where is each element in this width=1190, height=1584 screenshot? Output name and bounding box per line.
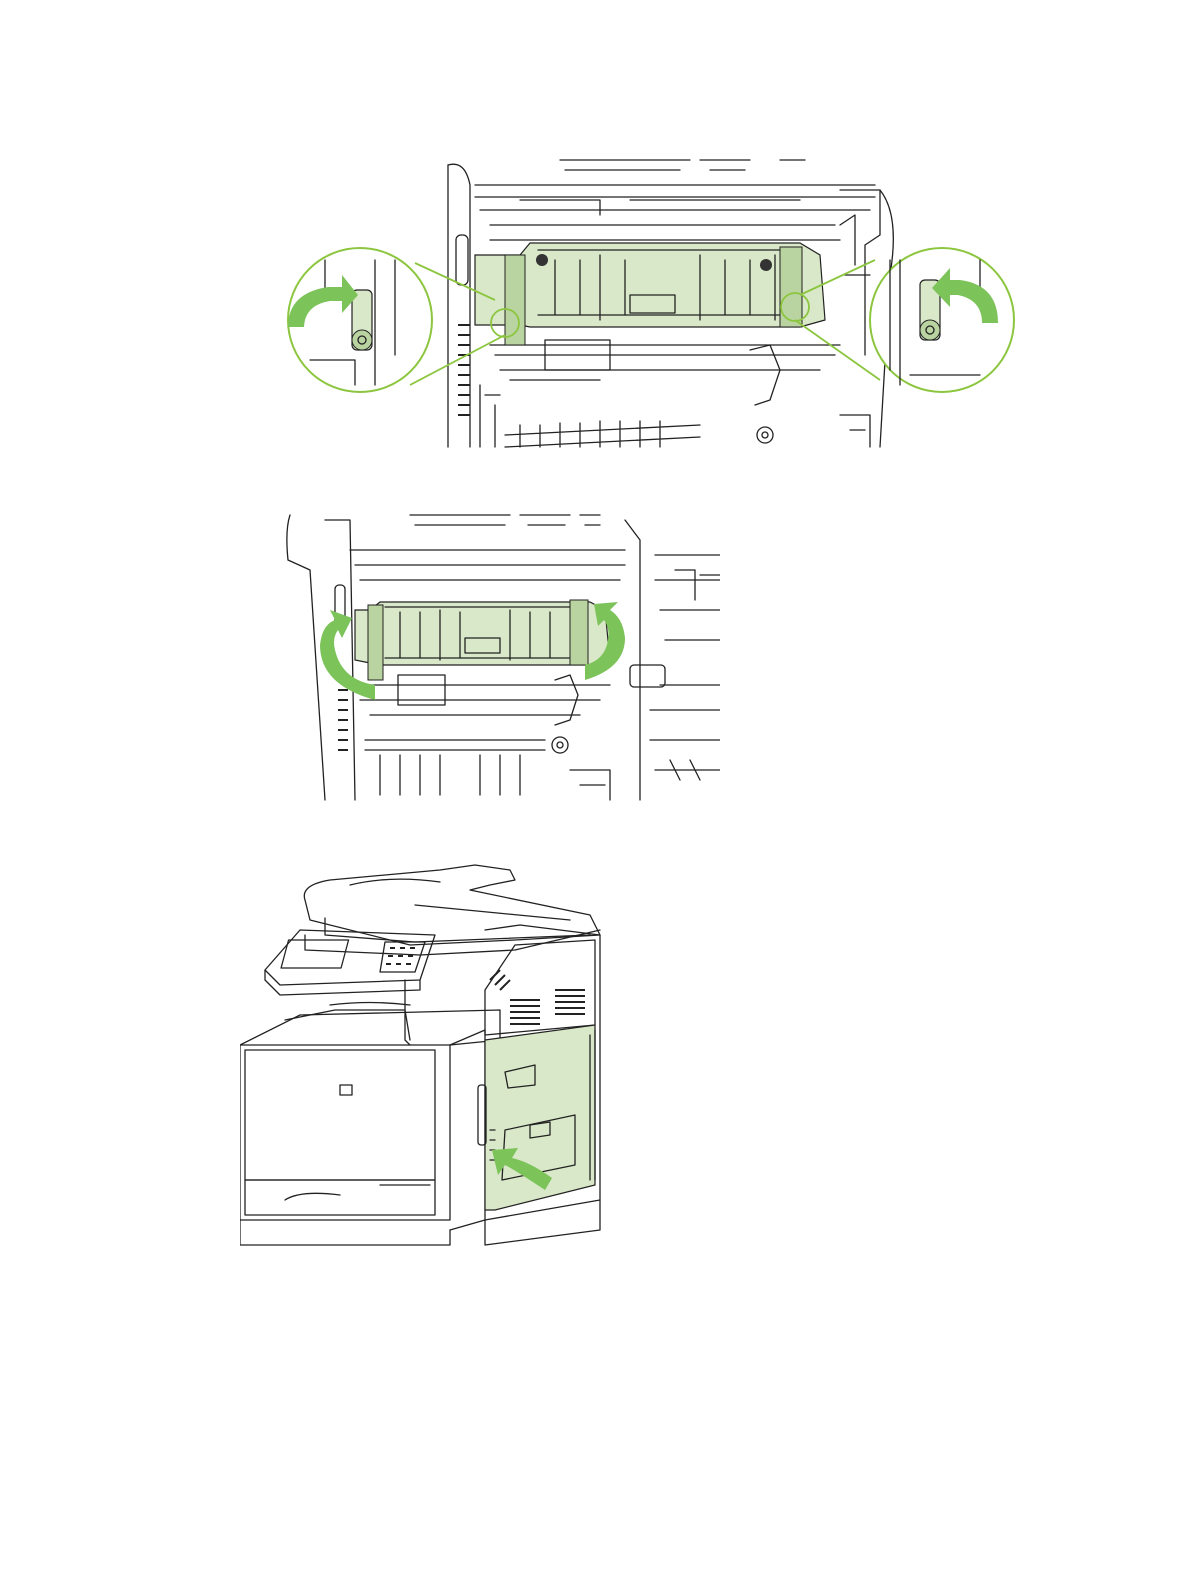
left-latch-callout: [288, 248, 432, 392]
printer-illustration: [240, 860, 610, 1255]
fuser-latch-illustration: [280, 155, 1020, 455]
fuser-icon: [475, 243, 825, 345]
fuser-icon: [355, 600, 610, 680]
right-latch-callout: [870, 248, 1014, 392]
figure-fuser-latch-callouts: [280, 155, 1020, 455]
right-door: [478, 1025, 595, 1210]
figure-fuser-handle-rotation: [280, 510, 720, 805]
figure-close-right-door: [240, 860, 610, 1255]
fuser-handle-illustration: [280, 510, 720, 805]
